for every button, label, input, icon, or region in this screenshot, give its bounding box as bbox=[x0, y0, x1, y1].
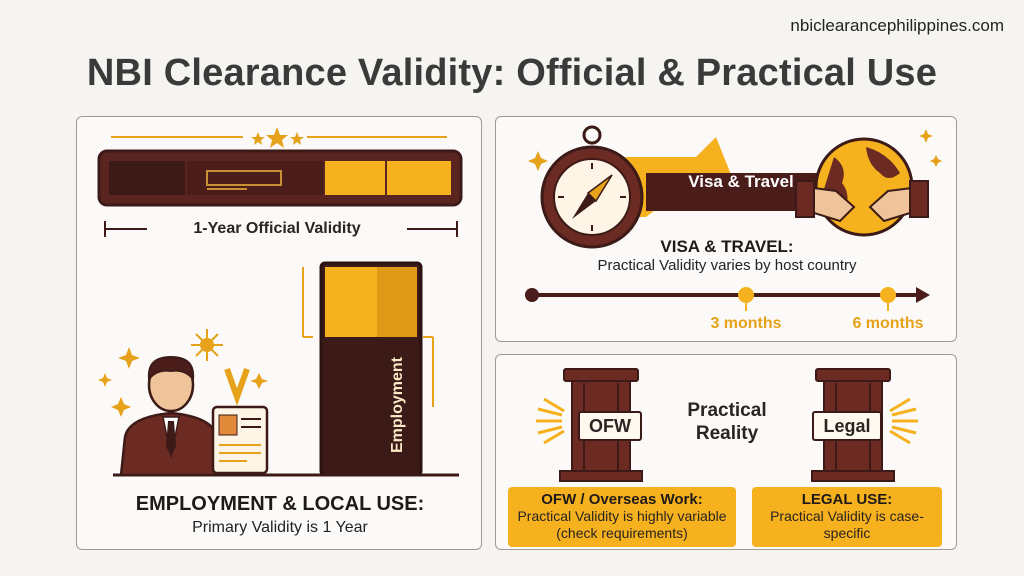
sparkle-icon bbox=[98, 347, 268, 417]
visa-illustration bbox=[525, 125, 942, 311]
timeline-label-3-months: 3 months bbox=[710, 315, 782, 332]
globe-icon bbox=[814, 137, 914, 237]
validity-label: 1-Year Official Validity bbox=[147, 220, 407, 238]
compass-icon bbox=[540, 125, 644, 249]
employment-panel: 1-Year Official Validity Employment EMPL… bbox=[76, 116, 482, 550]
ofw-box-body: Practical Validity is highly variable (c… bbox=[517, 508, 727, 541]
employment-pillar bbox=[319, 261, 423, 477]
legal-plaque: Legal bbox=[812, 411, 882, 441]
person-icon bbox=[119, 355, 223, 477]
timeline-label-6-months: 6 months bbox=[852, 315, 924, 332]
visa-subtitle: Practical Validity varies by host countr… bbox=[597, 257, 857, 274]
employment-pillar-label: Employment bbox=[389, 357, 406, 454]
sunburst-icon bbox=[536, 397, 918, 445]
sparkle-icon bbox=[528, 129, 942, 171]
page-title: NBI Clearance Validity: Official & Pract… bbox=[86, 52, 938, 94]
employment-subtitle: Primary Validity is 1 Year bbox=[192, 519, 368, 536]
sunburst-icon bbox=[191, 329, 223, 361]
star-icon bbox=[251, 127, 304, 148]
validity-bar bbox=[97, 149, 463, 207]
practical-reality-label: Practical Reality bbox=[687, 400, 767, 444]
ofw-box-heading: OFW / Overseas Work: bbox=[541, 491, 703, 508]
legal-box-heading: LEGAL USE: bbox=[801, 491, 893, 508]
timeline bbox=[525, 287, 930, 311]
ofw-info-box: OFW / Overseas Work: Practical Validity … bbox=[508, 487, 736, 547]
reality-panel: OFW Legal Practical Reality OFW / Overse… bbox=[495, 354, 957, 550]
visa-heading: VISA & TRAVEL: bbox=[660, 237, 794, 256]
handshake-icon bbox=[795, 180, 929, 223]
visa-tag: Visa & Travel bbox=[688, 172, 794, 191]
visa-panel: Visa & Travel VISA & TRAVEL: Practical V… bbox=[495, 116, 957, 342]
id-badge-icon bbox=[211, 367, 269, 475]
legal-box-body: Practical Validity is case-specific bbox=[770, 508, 924, 541]
employment-illustration bbox=[97, 127, 463, 477]
employment-heading: EMPLOYMENT & LOCAL USE: bbox=[135, 493, 425, 515]
ofw-plaque: OFW bbox=[578, 411, 642, 441]
legal-info-box: LEGAL USE: Practical Validity is case-sp… bbox=[752, 487, 942, 547]
site-url: nbiclearancephilippines.com bbox=[790, 16, 1004, 35]
